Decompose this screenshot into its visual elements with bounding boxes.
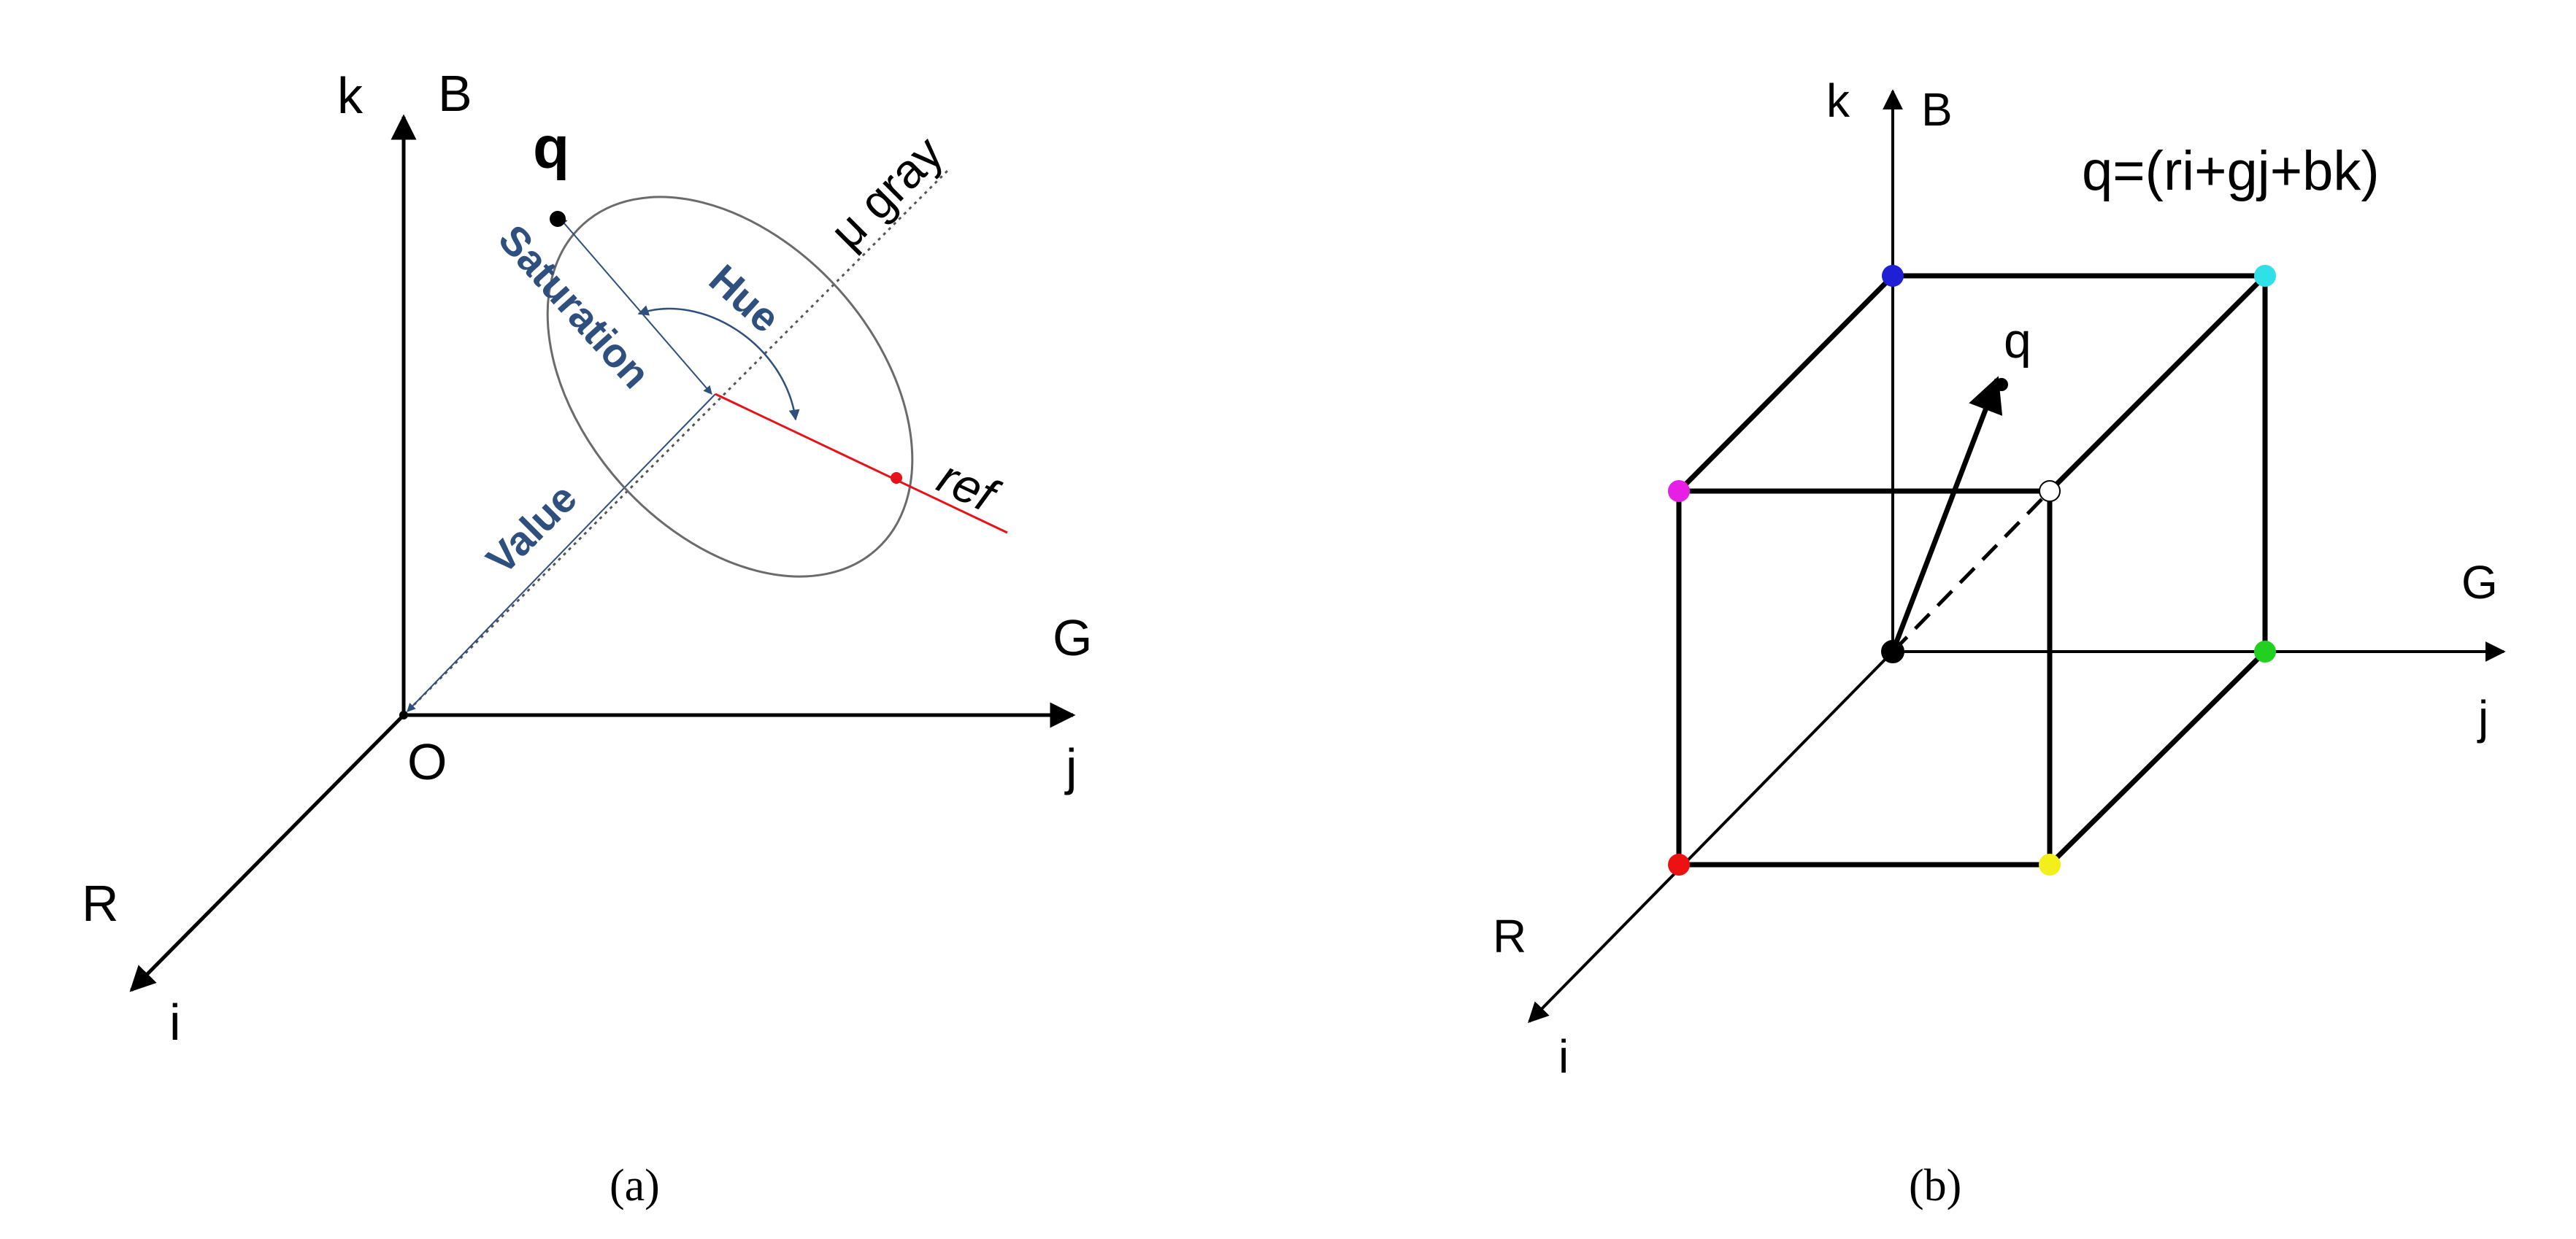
hue-label: Hue <box>701 255 789 341</box>
axis-B-label: B <box>438 65 472 122</box>
axis-i-label-b: i <box>1558 1030 1569 1083</box>
axis-i-label: i <box>169 994 181 1051</box>
vertex-red <box>1668 854 1690 876</box>
vertex-cyan <box>2254 265 2276 287</box>
q-point-b <box>1995 378 2008 391</box>
q-vector <box>1890 376 2003 653</box>
axis-j-label-b: j <box>2477 691 2488 744</box>
axis-B-label-b: B <box>1921 83 1953 136</box>
ref-point <box>891 472 902 484</box>
axis-j-label: j <box>1064 738 1077 795</box>
vertex-black <box>1881 640 1904 663</box>
vertex-green <box>2254 641 2276 663</box>
axis-R-label-b: R <box>1493 910 1526 962</box>
saturation-label: Saturation <box>490 216 659 397</box>
hue-arc <box>637 305 800 421</box>
formula-label: q=(ri+gj+bk) <box>2082 140 2380 202</box>
vertex-white <box>2039 480 2061 502</box>
mu-gray-label: μ gray <box>820 126 953 259</box>
caption-b: (b) <box>1909 1161 1961 1211</box>
ref-label: ref <box>930 449 1008 524</box>
origin-point <box>399 711 408 719</box>
caption-a: (a) <box>610 1161 660 1211</box>
axis-i-line-b <box>1528 650 1894 1023</box>
axis-k-label: k <box>337 67 364 124</box>
vertex-blue <box>1882 265 1904 287</box>
panel-a: k B G j R i O q μ gray ref Saturation Hu… <box>82 65 1092 1211</box>
gray-axis-line <box>402 168 950 717</box>
axis-k-label-b: k <box>1826 74 1850 127</box>
axis-R-label: R <box>82 875 119 932</box>
axis-G-label: G <box>1053 609 1092 666</box>
q-point <box>550 211 566 227</box>
vertex-magenta <box>1668 480 1690 502</box>
value-label: Value <box>477 474 585 582</box>
axis-i-line <box>129 714 405 992</box>
axis-G-label-b: G <box>2461 556 2498 609</box>
vertex-yellow <box>2039 854 2061 876</box>
panel-b: k B G j R i q q=(ri+gj+bk) (b) <box>1493 74 2506 1211</box>
value-arrow <box>407 393 716 712</box>
origin-label: O <box>407 733 447 790</box>
gray-diagonal-dashed <box>1891 490 2051 653</box>
cube-edges <box>1676 273 2268 868</box>
q-label-b: q <box>2004 313 2031 368</box>
q-label: q <box>533 115 569 181</box>
